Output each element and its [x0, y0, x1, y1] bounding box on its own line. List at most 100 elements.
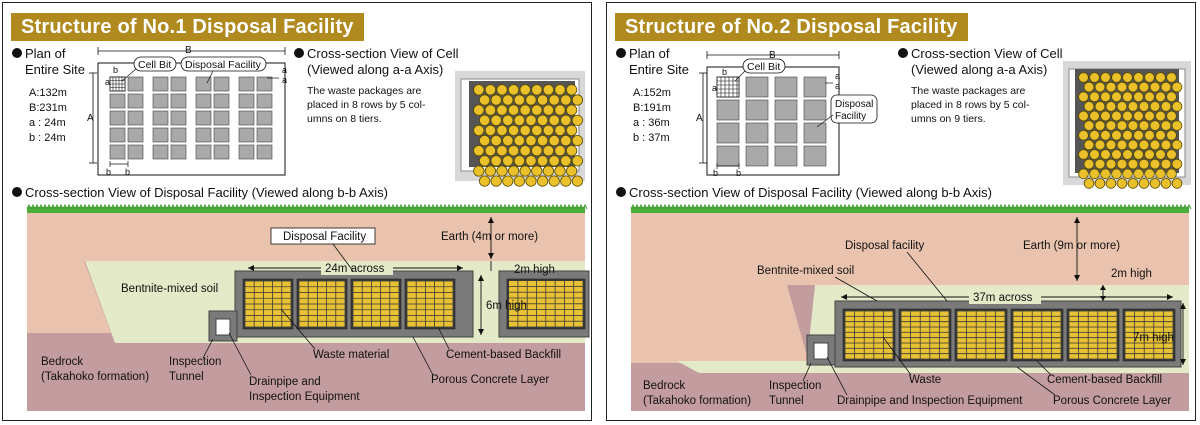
section-label-waste: Waste: [909, 374, 941, 386]
waste-package: [1133, 110, 1144, 122]
waste-package: [1171, 101, 1183, 112]
grass-strip: [27, 207, 585, 213]
waste-package: [1144, 110, 1155, 122]
waste-package: [554, 84, 566, 96]
waste-package: [536, 114, 549, 126]
waste-cell: [404, 278, 456, 330]
cell-heading-line2: (Viewed along a-a Axis): [307, 62, 443, 77]
waste-package: [525, 94, 537, 106]
waste-package: [542, 84, 555, 96]
waste-package: [484, 124, 496, 137]
bullet-icon: [294, 48, 304, 58]
bullet-icon: [12, 48, 22, 58]
section-label-porous: Porous Concrete Layer: [431, 374, 549, 386]
waste-package: [507, 145, 520, 157]
waste-package: [478, 94, 491, 106]
waste-package: [525, 114, 537, 126]
waste-package: [1111, 149, 1122, 160]
waste-package: [525, 155, 537, 167]
section-labels: Disposal Facility Earth (4m or more) 24m…: [41, 227, 561, 403]
section-label-bentonite: Bentnite-mixed soil: [757, 265, 854, 277]
waste-package: [1138, 81, 1150, 93]
section-label-bedrock-line1: Bedrock: [643, 380, 685, 392]
plan-dimensions: A:132m B:231m a : 24m b : 24m: [29, 87, 67, 144]
waste-package: [1111, 130, 1122, 141]
waste-package: [1155, 72, 1166, 83]
cell-text-line2: placed in 8 rows by 5 col-: [911, 99, 1030, 111]
section-label-bedrock-line2: (Takahoko formation): [643, 395, 751, 407]
dimension-b: b : 37m: [633, 132, 670, 144]
plan-label-b: b: [113, 65, 118, 75]
waste-package: [502, 155, 514, 167]
waste-package: [1094, 139, 1106, 151]
waste-package: [1149, 101, 1161, 112]
waste-package: [473, 165, 485, 177]
section-label-drain: Drainpipe and Inspection Equipment: [837, 395, 1023, 407]
waste-package: [513, 114, 526, 126]
waste-package: [1089, 72, 1100, 83]
waste-package: [525, 175, 537, 187]
cell-text-line3: umns on 8 tiers.: [307, 113, 382, 125]
waste-package: [1100, 168, 1111, 180]
waste-package: [1149, 120, 1161, 131]
waste-package: [1094, 81, 1106, 93]
waste-package: [571, 94, 584, 106]
waste-package: [1100, 130, 1111, 141]
waste-package: [1122, 72, 1133, 83]
plan-label-B: B: [769, 50, 776, 61]
waste-package: [560, 94, 572, 106]
waste-package: [1111, 72, 1122, 83]
plan-heading-line2: Entire Site: [629, 62, 689, 77]
waste-package: [571, 175, 584, 187]
waste-package: [502, 175, 514, 187]
dimension-B: B:191m: [633, 102, 671, 114]
waste-package: [1094, 120, 1106, 131]
waste-package: [496, 165, 508, 177]
plan-label-disposal-line2: Facility: [835, 111, 866, 122]
waste-package: [490, 94, 502, 106]
waste-package: [565, 104, 578, 116]
waste-package: [1105, 178, 1117, 189]
cell-text-line3: umns on 9 tiers.: [911, 113, 986, 125]
waste-package: [548, 114, 560, 126]
waste-cell: [242, 278, 294, 330]
section-label-tunnel-line1: Inspection: [169, 356, 221, 368]
waste-package: [565, 145, 578, 157]
waste-package: [1160, 139, 1172, 151]
waste-package: [1155, 130, 1166, 141]
waste-cell: [350, 278, 402, 330]
waste-package: [519, 165, 531, 177]
waste-package: [519, 145, 531, 157]
waste-package: [548, 175, 560, 187]
waste-package: [513, 175, 526, 187]
waste-package: [1166, 130, 1177, 141]
plan-cell-grid: [109, 76, 273, 160]
dimension-a: a : 36m: [633, 117, 670, 129]
waste-package: [1089, 149, 1100, 160]
waste-package: [1166, 91, 1177, 103]
section-label-tunnel-line2: Tunnel: [769, 395, 804, 407]
plan-heading-line1: Plan of: [25, 46, 66, 61]
waste-package: [1138, 158, 1150, 170]
waste-package: [1149, 158, 1161, 170]
facility-2-figure: Plan of Entire Site A:152m B:191m a : 36…: [616, 46, 1192, 411]
plan-label-cell-bit: Cell Bit: [138, 59, 171, 71]
facility-1-panel: Structure of No.1 Disposal Facility Plan…: [2, 2, 592, 421]
plan-label-disposal-facility: Disposal Facility: [185, 59, 262, 71]
waste-package: [1089, 91, 1100, 103]
waste-package: [536, 175, 549, 187]
section-label-waste: Waste material: [313, 349, 389, 361]
section-label-bedrock-line2: (Takahoko formation): [41, 371, 149, 383]
waste-package: [542, 145, 555, 157]
waste-package: [490, 175, 502, 187]
plan-label-B: B: [185, 45, 192, 56]
waste-package: [565, 84, 578, 96]
waste-package: [554, 124, 566, 137]
waste-package: [1083, 120, 1095, 131]
facility-2-panel: Structure of No.2 Disposal Facility Plan…: [606, 2, 1196, 421]
waste-package: [1171, 158, 1183, 170]
section-label-disposal-facility: Disposal facility: [845, 240, 924, 252]
waste-package: [531, 165, 543, 177]
section-label-tunnel-line2: Tunnel: [169, 371, 204, 383]
waste-package: [478, 114, 491, 126]
